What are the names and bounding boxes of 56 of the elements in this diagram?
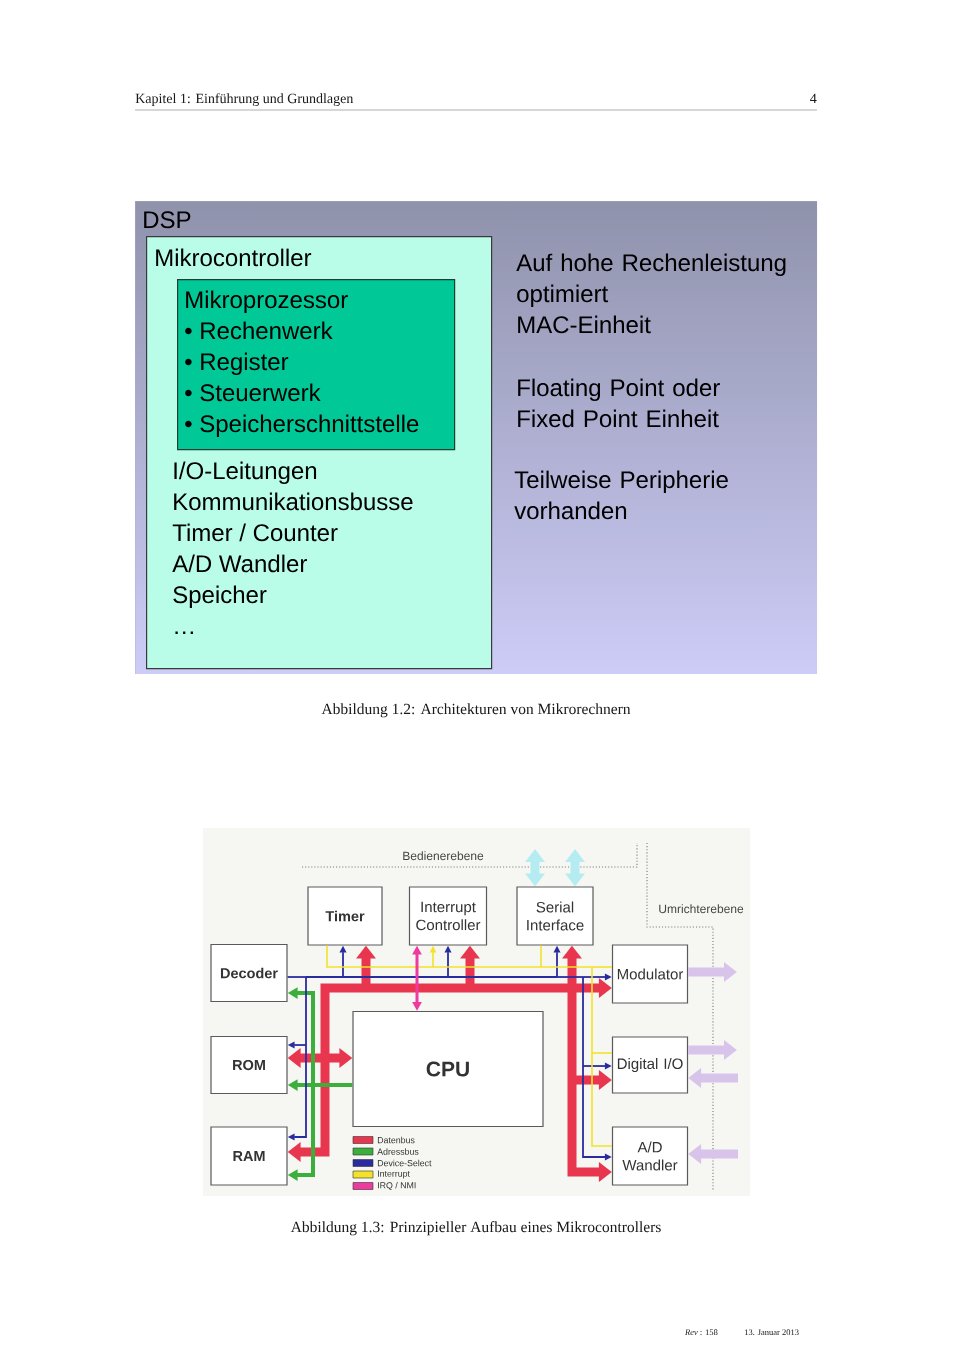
panel-title: DSP <box>144 211 191 229</box>
block-box: ROM <box>210 1035 288 1095</box>
list-item: • Steuerwerk <box>185 383 321 402</box>
region-label: Umrichterebene <box>659 904 744 914</box>
list-item: • Register <box>185 352 289 375</box>
block-box: Digital I/O <box>611 1036 689 1094</box>
block-box: Serial Interface <box>516 886 594 946</box>
bus-line <box>432 966 542 968</box>
bus-line <box>342 976 449 978</box>
block-box: Timer <box>307 886 383 946</box>
list-item: Timer / Counter <box>172 523 338 542</box>
bus-line <box>556 976 584 978</box>
list-item: I/O-Leitungen <box>174 461 317 484</box>
figure-caption: Abbildung 1.3: Prinzipieller Aufbau eines Mikrocontrollers <box>290 1221 661 1236</box>
panel-text: Teilweise Peripherie vorhanden <box>514 470 728 520</box>
bus-line <box>591 1052 613 1147</box>
figure-caption: Abbildung 1.2: Architekturen von Mikrorechnern <box>321 703 631 718</box>
legend-label: Device-Select <box>377 1159 432 1167</box>
box-title: Mikrocontroller <box>156 248 312 267</box>
bus-line <box>591 1052 613 1054</box>
legend-label: Adressbus <box>377 1148 419 1155</box>
legend-label: IRQ / NMI <box>378 1182 416 1191</box>
box-title: Mikroprozessor <box>186 290 348 313</box>
list-item: A/D Wandler <box>172 554 307 573</box>
panel-text: MAC-Einheit <box>518 315 651 334</box>
bus-line <box>366 983 470 993</box>
list-item: • Rechenwerk <box>185 321 333 340</box>
bus-line <box>313 1083 353 1087</box>
bus-line <box>540 966 593 968</box>
bus-line <box>591 966 593 1054</box>
running-header: Kapitel 1: Einführung und Grundlagen <box>135 93 354 106</box>
region-label: Bedienerebene <box>403 851 484 861</box>
legend-label: Datenbus <box>377 1136 415 1144</box>
panel-text: Auf hohe Rechenleistung optimiert <box>516 253 786 307</box>
bus-line <box>582 976 584 1067</box>
inner-box <box>177 279 456 451</box>
bus-line <box>591 966 613 968</box>
panel-text: Floating Point oder Fixed Point Einheit <box>518 378 720 428</box>
block-box: Modulator <box>611 944 689 1004</box>
list-item: Speicher <box>173 585 267 608</box>
footer-text: Rev : 158 <box>684 1329 718 1336</box>
list-item: … <box>175 631 193 634</box>
list-item: • Speicherschnittstelle <box>185 414 419 437</box>
bus-line <box>305 976 307 1046</box>
list-item: Kommunikationsbusse <box>174 492 413 511</box>
page-number: 4 <box>810 93 817 103</box>
block-box: Decoder <box>210 943 288 1003</box>
block-box: Interrupt Controller <box>408 886 488 946</box>
block-box: CPU <box>352 1010 544 1128</box>
legend-label: Interrupt <box>378 1170 410 1179</box>
block-box: A/D Wandler <box>611 1126 689 1186</box>
bus-line <box>326 944 434 968</box>
block-box: RAM <box>210 1126 288 1186</box>
bus-line <box>540 944 542 968</box>
footer-text: 13. Januar 2013 <box>744 1329 799 1336</box>
bus-line <box>447 976 558 978</box>
